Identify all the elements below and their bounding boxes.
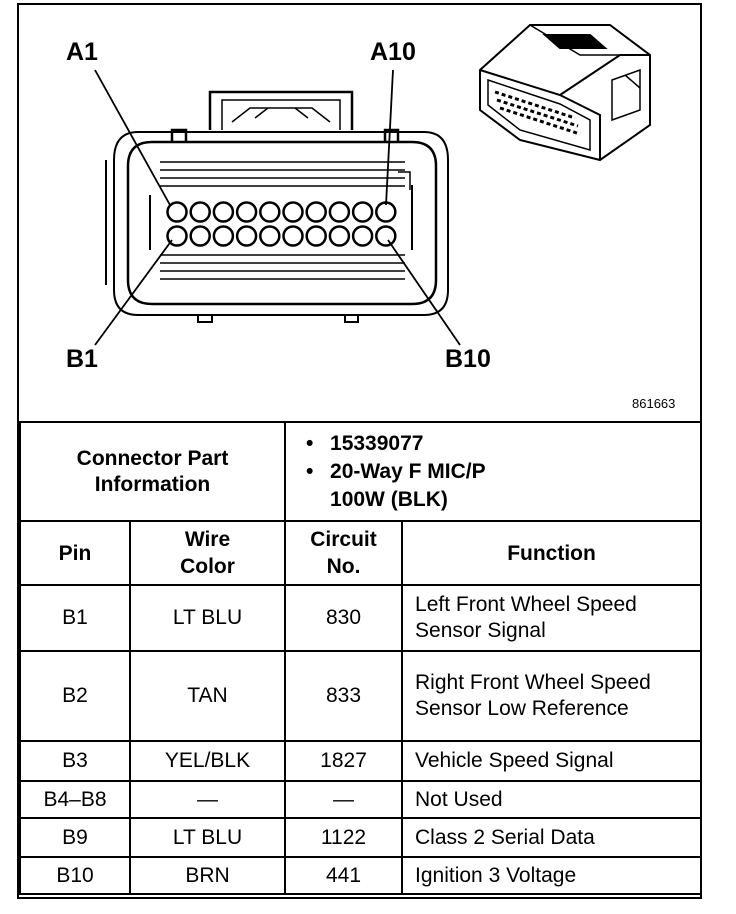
connector-part-label: Connector Part Information	[18, 421, 287, 522]
circuit-cell: 1827	[284, 740, 404, 782]
part-number: 15339077	[306, 430, 700, 458]
pin-cavity-a1	[166, 201, 188, 223]
circuit-cell: 830	[284, 584, 404, 652]
connector-part-details: 15339077 20-Way F MIC/P 100W (BLK)	[284, 421, 703, 522]
circuit-cell: 833	[284, 650, 404, 742]
pin-label-a1: A1	[66, 38, 98, 66]
table-row: B10 BRN 441 Ignition 3 Voltage	[19, 856, 703, 895]
pin-label-b10: B10	[445, 345, 491, 373]
table-row: B3 YEL/BLK 1827 Vehicle Speed Signal	[19, 740, 703, 782]
pin-cavity-b1	[166, 225, 188, 247]
header-wire-color: Wire Color	[128, 520, 287, 586]
circuit-cell: 1122	[284, 817, 404, 858]
function-cell: Vehicle Speed Signal	[401, 740, 703, 782]
table-row: B2 TAN 833 Right Front Wheel Speed Senso…	[19, 650, 703, 742]
pin-cavity-a2	[189, 201, 211, 223]
circuit-cell: —	[284, 780, 404, 819]
pin-label-b1: B1	[66, 345, 98, 373]
function-cell: Not Used	[401, 780, 703, 819]
wire-color-cell: TAN	[128, 650, 287, 742]
table-row: B4–B8 — — Not Used	[19, 780, 703, 819]
pin-cell: B4–B8	[19, 780, 131, 819]
pin-cavity-b9	[351, 225, 374, 247]
table-header-row: Pin Wire Color Circuit No. Function	[19, 520, 703, 586]
part-description: 20-Way F MIC/P 100W (BLK)	[306, 458, 530, 514]
pin-cell: B3	[19, 740, 131, 782]
pin-cavity-a3	[212, 201, 235, 223]
pin-label-a10: A10	[370, 38, 416, 66]
pin-cell: B9	[19, 817, 131, 858]
function-cell: Right Front Wheel Speed Sensor Low Refer…	[401, 650, 703, 742]
pin-cavity-b7	[305, 225, 327, 247]
pin-cavity-a5	[259, 201, 281, 223]
pin-cavity-b3	[212, 225, 235, 247]
pin-cavity-b2	[189, 225, 211, 247]
pin-cavity-a6	[282, 201, 304, 223]
header-circuit-no: Circuit No.	[284, 520, 404, 586]
wire-color-cell: LT BLU	[128, 584, 287, 652]
circuit-cell: 441	[284, 856, 404, 895]
table-row: B9 LT BLU 1122 Class 2 Serial Data	[19, 817, 703, 858]
pin-cavity-a10	[375, 201, 397, 223]
function-cell: Class 2 Serial Data	[401, 817, 703, 858]
wire-color-cell: YEL/BLK	[128, 740, 287, 782]
reference-number: 861663	[632, 396, 676, 411]
connector-part-row: Connector Part Information 15339077 20-W…	[18, 421, 703, 522]
header-pin: Pin	[19, 520, 131, 586]
wire-color-cell: LT BLU	[128, 817, 287, 858]
function-cell: Left Front Wheel Speed Sensor Signal	[401, 584, 703, 652]
pin-cavity-a8	[328, 201, 351, 223]
table-row: B1 LT BLU 830 Left Front Wheel Speed Sen…	[19, 584, 703, 652]
pin-cell: B2	[19, 650, 131, 742]
header-function: Function	[401, 520, 703, 586]
wire-color-cell: —	[128, 780, 287, 819]
wire-color-cell: BRN	[128, 856, 287, 895]
pin-cavity-b8	[328, 225, 351, 247]
pin-cavity-b6	[282, 225, 304, 247]
pin-cell: B10	[19, 856, 131, 895]
pin-cavity-b10	[375, 225, 397, 247]
connector-pinout-table: Connector Part Information 15339077 20-W…	[18, 421, 703, 895]
pin-cavity-b4	[235, 225, 258, 247]
function-cell: Ignition 3 Voltage	[401, 856, 703, 895]
pin-cavity-a4	[235, 201, 258, 223]
pin-cavity-b5	[259, 225, 281, 247]
pin-cavity-a9	[351, 201, 374, 223]
connector-face-diagram	[94, 24, 651, 346]
pin-cell: B1	[19, 584, 131, 652]
pin-cavity-a7	[305, 201, 327, 223]
